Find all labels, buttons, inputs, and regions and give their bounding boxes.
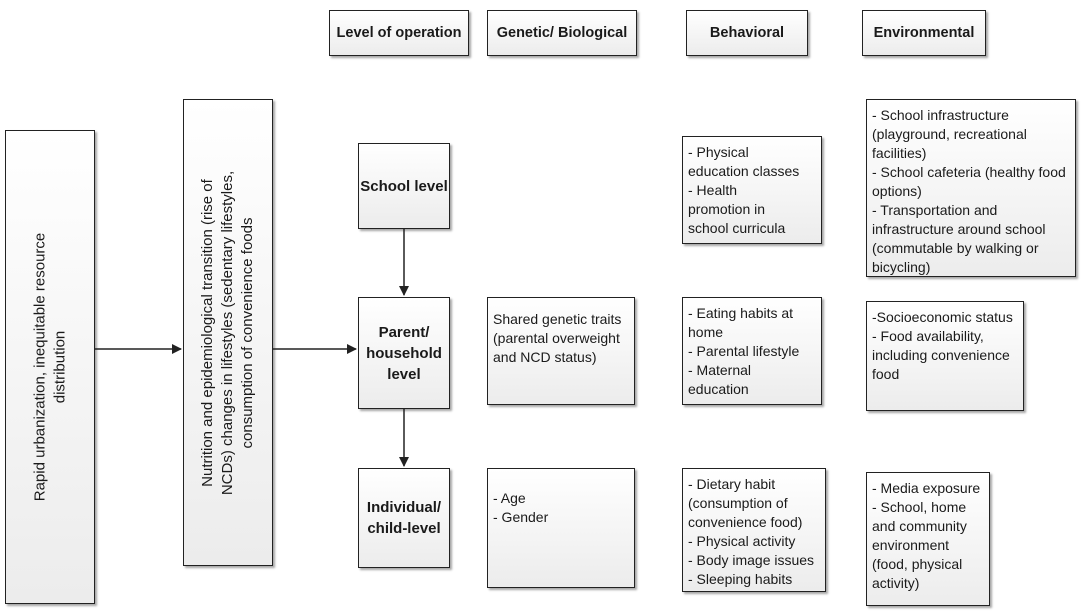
header-behavioral-label: Behavioral <box>709 25 785 41</box>
text-line: - Body image issues <box>688 552 815 568</box>
text-line: convenience food) <box>688 514 803 530</box>
text-line: and community <box>872 518 967 534</box>
text-line: promotion in <box>688 201 766 217</box>
header-environmental: Environmental <box>862 10 986 56</box>
text-line: facilities) <box>872 145 927 161</box>
text-line: including convenience <box>872 347 1010 363</box>
text-line: - Dietary habit <box>688 476 776 492</box>
text-line: School level <box>360 177 448 195</box>
level-individual-text: Individual/ child-level <box>367 497 441 539</box>
level-school-box: School level <box>358 143 450 229</box>
genetic-individual-box: - Age - Gender <box>487 468 635 588</box>
text-line: household <box>366 344 442 362</box>
environmental-individual-box: - Media exposure - School, home and comm… <box>866 472 990 606</box>
text-line: school curricula <box>688 220 786 236</box>
header-genetic-biological: Genetic/ Biological <box>487 10 637 56</box>
environmental-parent-box: -Socioeconomic status - Food availabilit… <box>866 301 1024 411</box>
text-line: - Parental lifestyle <box>688 343 800 359</box>
text-line: (consumption of <box>688 495 788 511</box>
driver-urbanization-box: Rapid urbanization, inequitable resource… <box>5 130 95 604</box>
text-line: bicycling) <box>872 259 931 275</box>
text-line: (playground, recreational <box>872 126 1027 142</box>
text-line: education <box>688 381 749 397</box>
text-line: Individual/ <box>366 499 442 516</box>
text-line: home <box>688 324 724 340</box>
text-line: education classes <box>688 163 800 179</box>
text-line: Parent/ <box>378 323 430 341</box>
text-line: - Health <box>688 182 738 198</box>
text-line: (commutable by walking or <box>872 240 1039 256</box>
level-parent-box: Parent/ household level <box>358 297 450 409</box>
behavioral-individual-box: - Dietary habit (consumption of convenie… <box>682 468 826 592</box>
text-line: - Physical activity <box>688 533 796 549</box>
level-school-text: School level <box>360 176 448 197</box>
text-line: (food, physical <box>872 556 963 572</box>
behavioral-school-box: - Physical education classes - Health pr… <box>682 136 822 244</box>
text-line: - Sleeping habits <box>688 571 793 587</box>
text-line: environment <box>872 537 950 553</box>
text-line: child-level <box>367 520 441 537</box>
text-line: - School, home <box>872 499 967 515</box>
header-environmental-label: Environmental <box>873 25 975 41</box>
text-line: options) <box>872 183 922 199</box>
environmental-school-box: - School infrastructure (playground, rec… <box>866 99 1076 277</box>
text-line: - Age <box>493 490 526 506</box>
text-line: (parental overweight <box>493 330 620 346</box>
text-line: - Media exposure <box>872 480 981 496</box>
header-level-of-operation: Level of operation <box>329 10 469 56</box>
text-line: level <box>387 365 421 383</box>
text-line: infrastructure around school <box>872 221 1046 237</box>
text-line: - Gender <box>493 509 549 525</box>
text-line: - Maternal <box>688 362 752 378</box>
text-line: and NCD status) <box>493 349 597 365</box>
text-line: activity) <box>872 575 920 591</box>
text-line: - School cafeteria (healthy food <box>872 164 1066 180</box>
text-line: - Transportation and <box>872 202 998 218</box>
header-behavioral: Behavioral <box>686 10 808 56</box>
text-line: -Socioeconomic status <box>872 309 1013 325</box>
genetic-parent-box: Shared genetic traits (parental overweig… <box>487 297 635 405</box>
level-parent-text: Parent/ household level <box>366 322 442 385</box>
header-genetic-label: Genetic/ Biological <box>496 25 628 41</box>
level-individual-box: Individual/ child-level <box>358 468 450 568</box>
text-line: food <box>872 366 900 382</box>
text-line: - Eating habits at <box>688 305 794 321</box>
driver-transition-box: Nutrition and epidemiological transition… <box>183 99 273 566</box>
header-level-label: Level of operation <box>336 25 462 41</box>
text-line: - Physical <box>688 144 749 160</box>
text-line: - Food availability, <box>872 328 984 344</box>
text-line: Shared genetic traits <box>493 311 622 327</box>
text-line: - School infrastructure <box>872 107 1009 123</box>
behavioral-parent-box: - Eating habits at home - Parental lifes… <box>682 297 822 405</box>
